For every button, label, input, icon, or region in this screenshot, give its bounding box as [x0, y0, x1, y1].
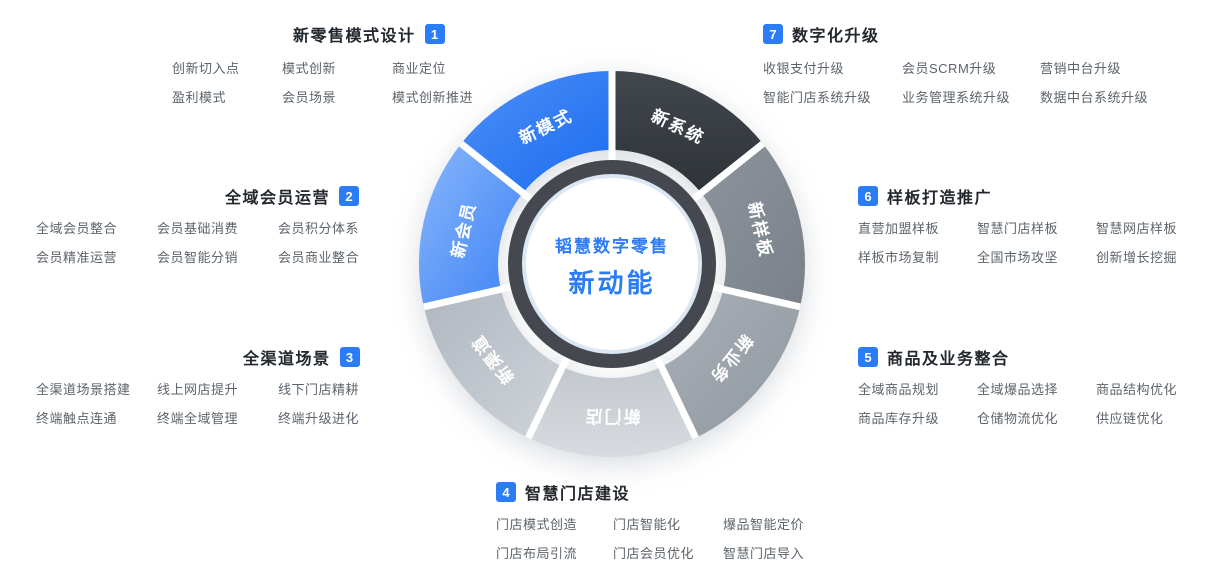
section-5-number-badge: 5 — [858, 347, 878, 367]
feature-item: 智慧门店样板 — [977, 221, 1059, 236]
feature-item: 全渠道场景搭建 — [36, 382, 131, 397]
feature-item: 会员SCRM升级 — [902, 61, 997, 76]
feature-item: 智能门店系统升级 — [763, 90, 872, 105]
section-7-title: 数字化升级 — [792, 28, 880, 45]
segment-new-business — [661, 289, 801, 438]
section-1-header: 新零售模式设计 1 — [293, 22, 445, 46]
feature-item: 营销中台升级 — [1040, 61, 1122, 76]
section-2-title: 全域会员运营 — [225, 190, 331, 207]
section-5-header: 5 商品及业务整合 — [858, 345, 1010, 369]
segment-new-channel — [423, 289, 563, 438]
segment-new-member — [418, 143, 523, 307]
feature-item: 收银支付升级 — [763, 61, 845, 76]
feature-item: 门店会员优化 — [613, 546, 695, 561]
feature-item: 模式创新推进 — [392, 90, 474, 105]
feature-item: 业务管理系统升级 — [902, 90, 1011, 105]
feature-item: 全域商品规划 — [858, 382, 940, 397]
feature-item: 终端触点连通 — [36, 411, 118, 426]
feature-item: 创新增长挖掘 — [1096, 250, 1178, 265]
section-7-header: 7 数字化升级 — [763, 22, 880, 46]
feature-item: 数据中台系统升级 — [1040, 90, 1149, 105]
feature-item: 会员商业整合 — [278, 250, 360, 265]
center-subtitle: 新动能 — [568, 268, 655, 298]
feature-item: 线上网店提升 — [157, 382, 239, 397]
section-6-title: 样板打造推广 — [887, 190, 993, 207]
feature-item: 智慧门店导入 — [723, 546, 805, 561]
section-6-header: 6 样板打造推广 — [858, 184, 992, 208]
feature-item: 盈利模式 — [172, 90, 227, 105]
feature-item: 会员积分体系 — [278, 221, 360, 236]
feature-item: 门店智能化 — [613, 517, 681, 532]
center-title: 韬慧数字零售 — [555, 236, 669, 256]
feature-item: 直营加盟样板 — [858, 221, 940, 236]
feature-item: 门店模式创造 — [496, 517, 578, 532]
section-6-number-badge: 6 — [858, 186, 878, 206]
section-7-items: 收银支付升级 会员SCRM升级 营销中台升级 智能门店系统升级 业务管理系统升级… — [763, 58, 1182, 106]
feature-item: 终端全域管理 — [157, 411, 239, 426]
feature-item: 模式创新 — [282, 61, 337, 76]
section-4-title: 智慧门店建设 — [525, 486, 631, 503]
section-3-title: 全渠道场景 — [243, 351, 331, 368]
feature-item: 仓储物流优化 — [977, 411, 1059, 426]
section-7-number-badge: 7 — [763, 24, 783, 44]
section-4-number-badge: 4 — [496, 482, 516, 502]
feature-item: 全域会员整合 — [36, 221, 118, 236]
feature-item: 样板市场复制 — [858, 250, 940, 265]
section-3-items: 全渠道场景搭建 线上网店提升 线下门店精耕 终端触点连通 终端全域管理 终端升级… — [36, 379, 408, 427]
segment-label-new-store: 新门店 — [584, 407, 641, 427]
center-circle — [522, 174, 702, 354]
feature-item: 会员智能分销 — [157, 250, 239, 265]
section-1-title: 新零售模式设计 — [293, 28, 416, 45]
feature-item: 供应链优化 — [1096, 411, 1164, 426]
segment-new-template — [701, 143, 806, 307]
section-1-number-badge: 1 — [424, 24, 445, 44]
section-5-title: 商品及业务整合 — [887, 351, 1010, 368]
section-5-items: 全域商品规划 全域爆品选择 商品结构优化 商品库存升级 仓储物流优化 供应链优化 — [858, 379, 1220, 427]
feature-item: 商品结构优化 — [1096, 382, 1178, 397]
feature-item: 创新切入点 — [172, 61, 240, 76]
segment-new-system — [612, 71, 763, 193]
segment-new-model — [461, 71, 612, 193]
feature-item: 会员场景 — [282, 90, 337, 105]
section-4-items: 门店模式创造 门店智能化 爆品智能定价 门店布局引流 门店会员优化 智慧门店导入 — [496, 514, 843, 562]
feature-item: 会员基础消费 — [157, 221, 239, 236]
feature-item: 商业定位 — [392, 61, 447, 76]
feature-item: 商品库存升级 — [858, 411, 940, 426]
segment-new-store — [528, 366, 696, 457]
feature-item: 全国市场攻坚 — [977, 250, 1059, 265]
feature-item: 线下门店精耕 — [278, 382, 360, 397]
section-3-number-badge: 3 — [339, 347, 360, 367]
section-3-header: 全渠道场景 3 — [243, 345, 360, 369]
feature-item: 门店布局引流 — [496, 546, 578, 561]
section-2-header: 全域会员运营 2 — [225, 184, 360, 208]
feature-item: 终端升级进化 — [278, 411, 360, 426]
section-6-items: 直营加盟样板 智慧门店样板 智慧网店样板 样板市场复制 全国市场攻坚 创新增长挖… — [858, 218, 1220, 266]
feature-item: 智慧网店样板 — [1096, 221, 1178, 236]
section-2-items: 全域会员整合 会员基础消费 会员积分体系 会员精准运营 会员智能分销 会员商业整… — [36, 218, 408, 266]
feature-item: 全域爆品选择 — [977, 382, 1059, 397]
feature-item: 爆品智能定价 — [723, 517, 805, 532]
section-4-header: 4 智慧门店建设 — [496, 480, 630, 504]
section-2-number-badge: 2 — [339, 186, 360, 206]
section-1-items: 创新切入点 模式创新 商业定位 盈利模式 会员场景 模式创新推进 — [172, 58, 522, 106]
feature-item: 会员精准运营 — [36, 250, 118, 265]
